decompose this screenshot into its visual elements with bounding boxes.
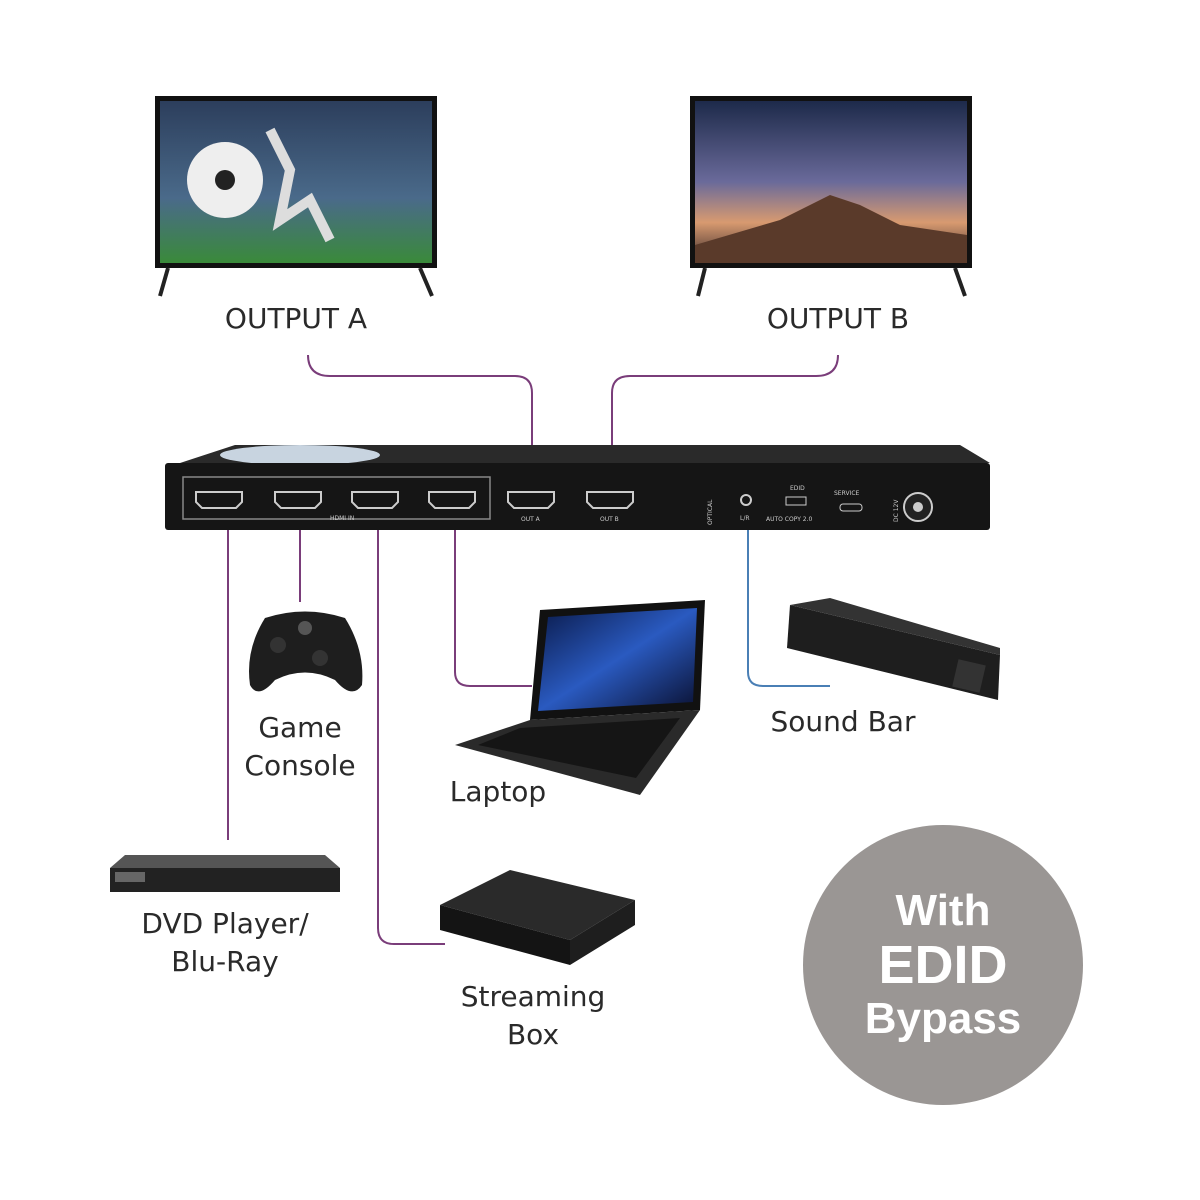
- streaming-cable: [377, 530, 445, 945]
- service-label: SERVICE: [834, 490, 860, 497]
- lr-label: L/R: [740, 515, 750, 522]
- audio-jack: [740, 494, 752, 506]
- streaming-box-icon: [440, 870, 635, 965]
- badge-line2: EDID: [878, 935, 1008, 995]
- output-b-label: OUTPUT B: [766, 302, 910, 335]
- hdmi-in-3-port: [351, 491, 399, 509]
- sound-bar-label: Sound Bar: [770, 705, 916, 738]
- laptop-icon: [455, 600, 705, 795]
- edid-switch: [785, 496, 807, 506]
- tv-output-a: [155, 96, 437, 297]
- badge-line1: With: [895, 886, 991, 935]
- edid-label: EDID: [790, 485, 805, 492]
- sound-bar-cable: [747, 530, 830, 687]
- hdmi-out-a-port: [507, 491, 555, 509]
- hdmi-matrix-device: HDMI IN OUT A OUT B OPTICAL L/R EDID AUT…: [165, 445, 990, 530]
- streaming-label: Streaming Box: [461, 978, 606, 1054]
- hdmi-in-1-port: [195, 491, 243, 509]
- game-controller-icon: [249, 611, 363, 692]
- service-port: [839, 503, 863, 512]
- laptop-cable: [454, 530, 532, 687]
- output-b-cable: [611, 354, 839, 488]
- game-console-label-line1: Game: [258, 711, 342, 744]
- hdmi-in-label: HDMI IN: [330, 515, 354, 522]
- output-a-label: OUTPUT A: [224, 302, 368, 335]
- dvd-player-icon: [110, 855, 340, 892]
- streaming-label-line2: Box: [506, 1018, 560, 1051]
- game-console-label: Game Console: [244, 709, 355, 785]
- badge-line3: Bypass: [864, 994, 1022, 1043]
- optical-label: OPTICAL: [707, 499, 714, 525]
- dvd-label-line2: Blu-Ray: [171, 945, 279, 978]
- game-console-label-line2: Console: [244, 749, 356, 782]
- hdmi-in-4-port: [428, 491, 476, 509]
- out-b-label: OUT B: [600, 516, 619, 523]
- hdmi-out-b-port: [586, 491, 634, 509]
- mountain-icon: [695, 195, 967, 263]
- dvd-label: DVD Player/ Blu-Ray: [141, 905, 308, 981]
- output-a-cable: [307, 354, 533, 488]
- hdmi-in-2-port: [274, 491, 322, 509]
- edid-bypass-badge: With EDID Bypass: [803, 825, 1083, 1105]
- out-a-label: OUT A: [521, 516, 541, 523]
- laptop-label: Laptop: [449, 775, 547, 808]
- tv-output-b: [690, 96, 972, 297]
- streaming-label-line1: Streaming: [460, 980, 606, 1013]
- power-label: DC 12V: [893, 499, 900, 522]
- dvd-label-line1: DVD Player/: [141, 907, 309, 940]
- sound-bar-icon: [787, 598, 1000, 700]
- edid-switch-label: AUTO COPY 2.0: [766, 516, 812, 523]
